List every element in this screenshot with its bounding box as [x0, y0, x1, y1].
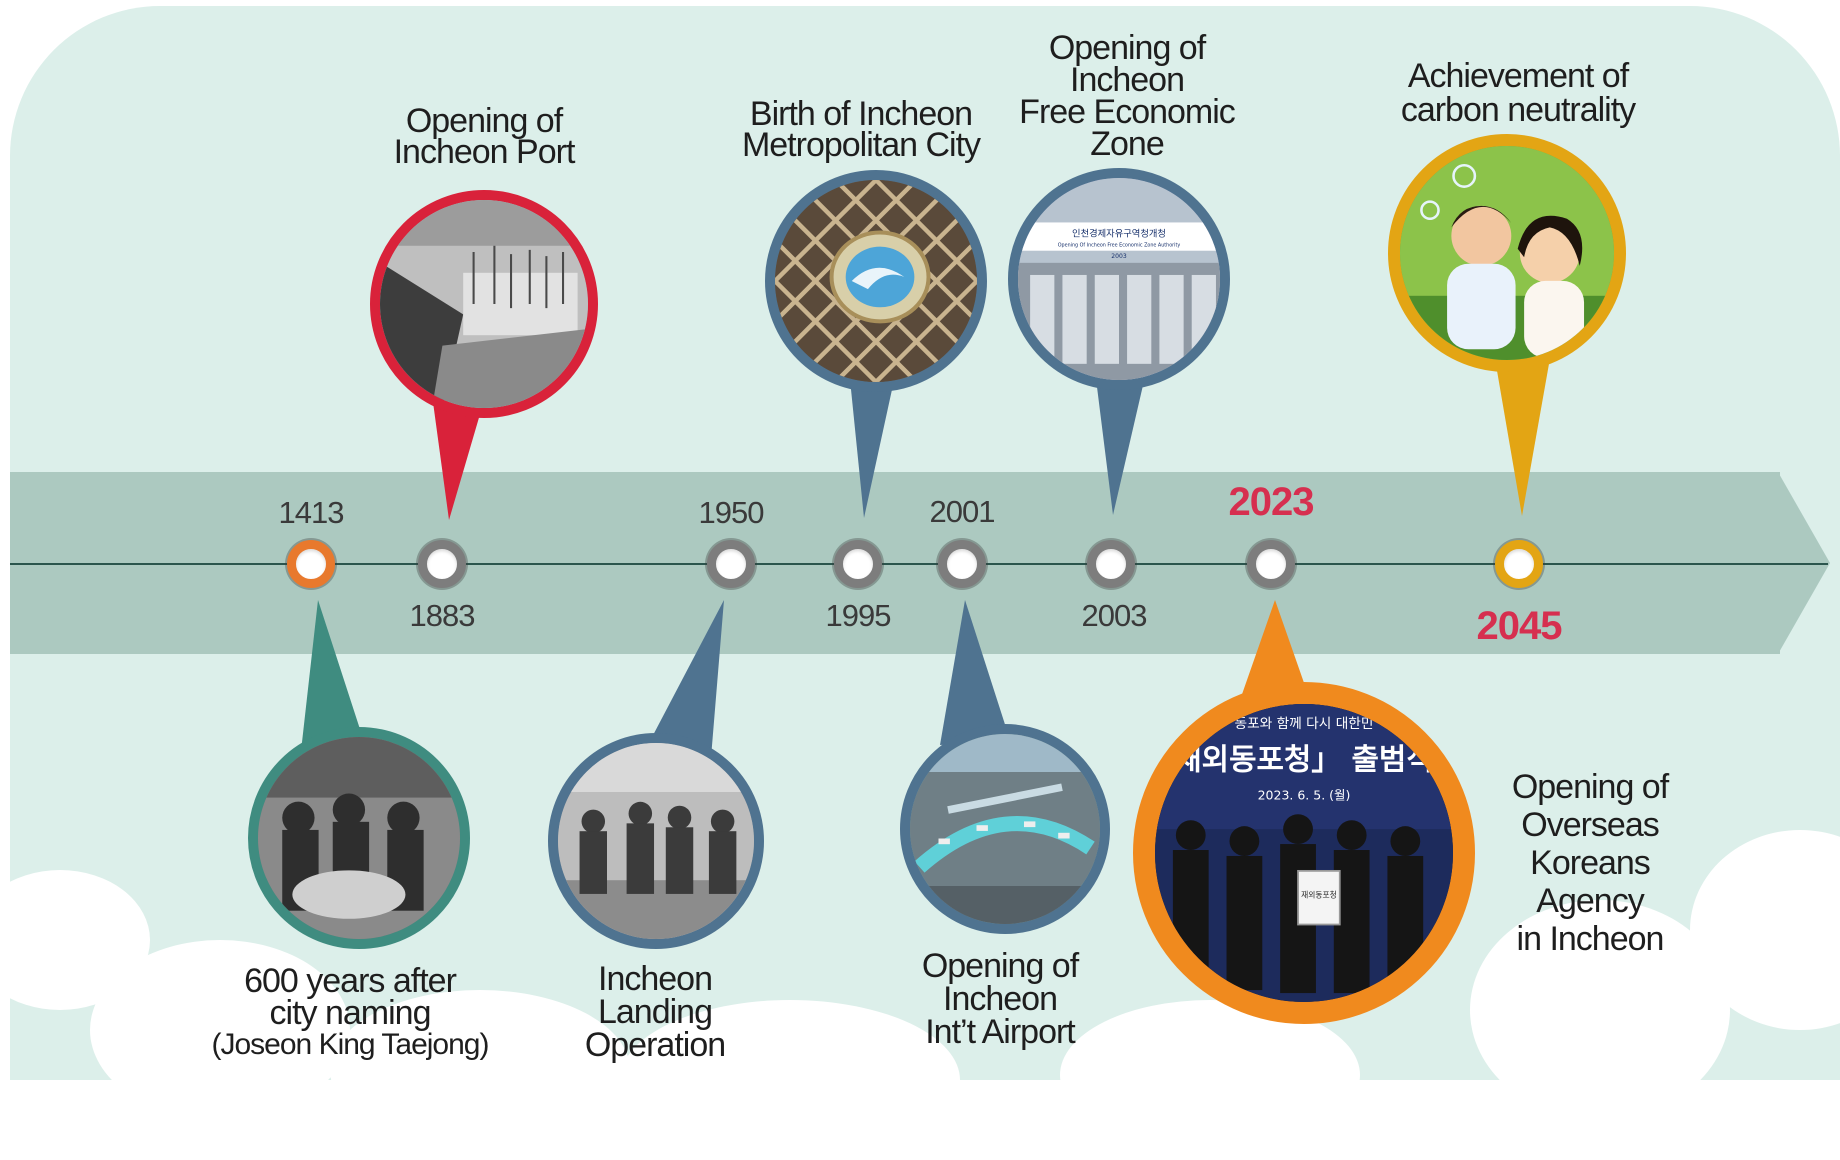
ifez-banner-year: 2003 — [1111, 253, 1127, 260]
pin-pointer-2023 — [1240, 600, 1310, 700]
caption-2023: Opening of Overseas Koreans Agency in In… — [1490, 768, 1690, 958]
ifez-banner-subtext: Opening Of Incheon Free Economic Zone Au… — [1058, 243, 1181, 249]
agency-banner-title: 재외동포청」 출범식 — [1174, 743, 1433, 778]
caption-line: 600 years after — [244, 962, 457, 1000]
agency-banner-date: 2023. 6. 5. (월) — [1258, 787, 1351, 802]
caption-line: Landing — [597, 993, 713, 1031]
year-label-1883: 1883 — [409, 598, 476, 633]
timeline-node-1995 — [834, 540, 882, 588]
caption-1883: Opening of Incheon Port — [374, 102, 594, 171]
caption-line: Incheon — [598, 960, 713, 998]
pin-pointer-2045 — [1490, 330, 1555, 516]
pin-pointer-1950 — [640, 600, 724, 770]
caption-line: Opening of — [405, 102, 563, 140]
agency-banner-top: 동포와 함께 다시 대한민 — [1235, 716, 1374, 732]
timeline-axis-line — [10, 563, 1828, 565]
caption-2001: Opening of Incheon Int’t Airport — [895, 947, 1105, 1051]
caption-line: Koreans — [1530, 844, 1651, 882]
caption-line: Free Economic — [1019, 93, 1236, 131]
caption-2003: Opening of Incheon Free Economic Zone — [1007, 29, 1247, 163]
caption-line: Agency — [1536, 882, 1644, 920]
airport-photo — [900, 724, 1110, 934]
caption-line: Opening of — [1511, 768, 1669, 806]
timeline-node-1950 — [707, 540, 755, 588]
timeline-node-2003 — [1087, 540, 1135, 588]
children-bubbles-photo — [1388, 134, 1626, 372]
caption-line: city naming — [269, 994, 432, 1032]
caption-line: Incheon — [943, 980, 1058, 1018]
free-economic-zone-photo: 인천경제자유구역청개청 Opening Of Incheon Free Econ… — [1008, 168, 1230, 390]
caption-1413: 600 years after city naming (Joseon King… — [190, 962, 510, 1061]
year-label-2001: 2001 — [929, 494, 996, 529]
caption-line: in Incheon — [1516, 920, 1665, 958]
caption-line: Int’t Airport — [925, 1013, 1076, 1051]
caption-2045: Achievement of carbon neutrality — [1378, 59, 1658, 127]
timeline-node-2045 — [1495, 540, 1543, 588]
caption-line: Metropolitan City — [741, 126, 981, 164]
caption-line: Incheon — [1070, 61, 1185, 99]
pin-pointer-2003 — [1093, 355, 1150, 515]
pin-pointer-1413 — [300, 600, 370, 760]
caption-1995: Birth of Incheon Metropolitan City — [726, 95, 996, 164]
timeline-node-2001 — [938, 540, 986, 588]
year-label-2023: 2023 — [1228, 480, 1315, 524]
year-label-1413: 1413 — [278, 495, 345, 530]
caption-1950: Incheon Landing Operation — [560, 960, 750, 1064]
caption-line: Achievement of — [1407, 57, 1629, 95]
landing-operation-photo — [548, 733, 764, 949]
year-label-1950: 1950 — [698, 495, 765, 530]
agency-plaque-text: 재외동포청 — [1301, 890, 1337, 900]
timeline-node-1413 — [287, 540, 335, 588]
pin-pointer-2001 — [940, 600, 1010, 745]
caption-line: Operation — [584, 1026, 726, 1064]
caption-line: Zone — [1090, 125, 1165, 163]
overseas-koreans-agency-photo: 동포와 함께 다시 대한민 재외동포청」 출범식 2023. 6. 5. (월)… — [1133, 682, 1475, 1024]
timeline-node-1883 — [418, 540, 466, 588]
incheon-port-photo — [370, 190, 598, 418]
caption-line: Overseas — [1521, 806, 1660, 844]
year-label-2003: 2003 — [1081, 598, 1148, 633]
ifez-banner-text: 인천경제자유구역청개청 — [1072, 228, 1166, 240]
joseon-king-taejong-photo — [248, 727, 470, 949]
timeline-node-2023 — [1247, 540, 1295, 588]
city-emblem-photo — [765, 170, 987, 392]
caption-line: carbon neutrality — [1400, 91, 1636, 129]
caption-line: Opening of — [921, 947, 1079, 985]
caption-line: Incheon Port — [393, 133, 576, 171]
year-label-2045: 2045 — [1476, 604, 1563, 648]
caption-line: Opening of — [1048, 29, 1206, 67]
year-label-1995: 1995 — [825, 598, 892, 633]
caption-line: (Joseon King Taejong) — [211, 1028, 490, 1061]
caption-line: Birth of Incheon — [749, 95, 973, 133]
